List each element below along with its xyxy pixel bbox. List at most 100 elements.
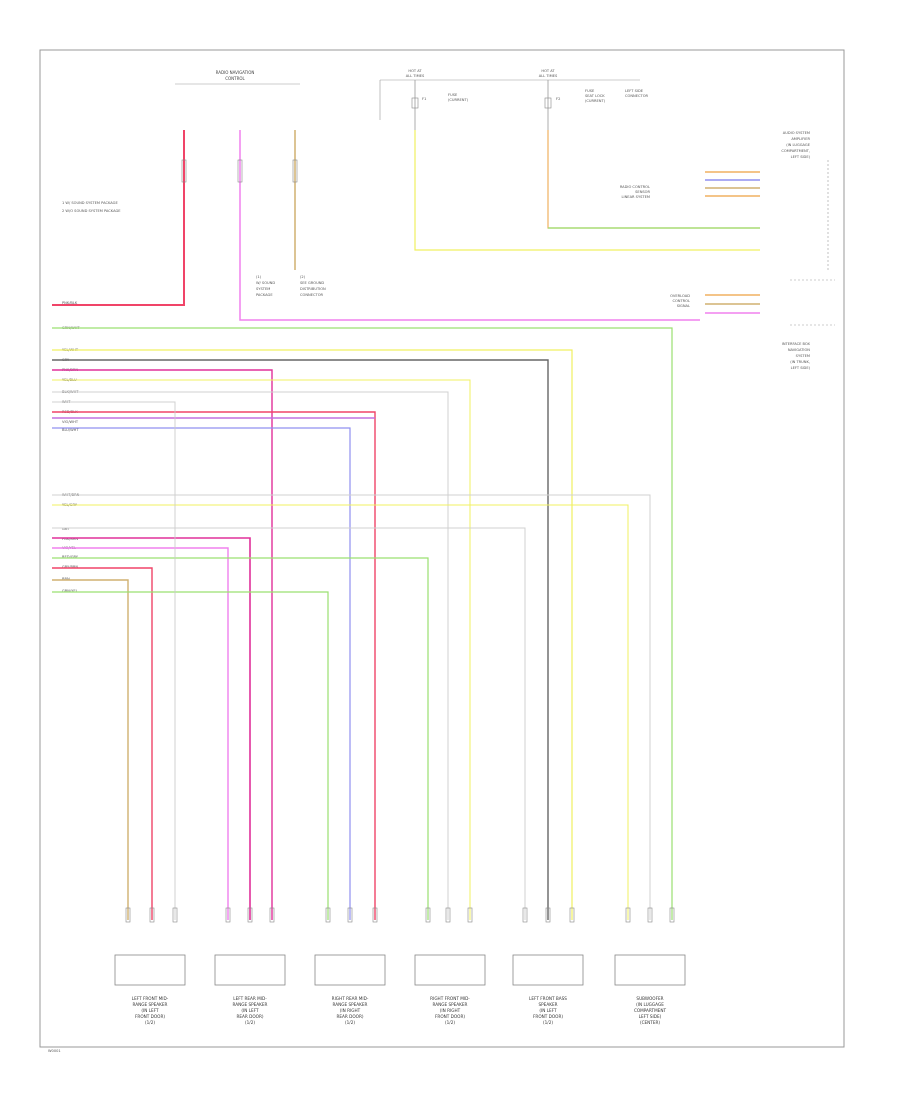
wire-wht bbox=[52, 401, 176, 920]
component-5-line-4: (CENTER) bbox=[640, 1020, 660, 1025]
ground-note-2-line-2: SEE GROUND bbox=[300, 281, 324, 285]
fuse-1-label-2: (CURRENT) bbox=[448, 98, 469, 102]
component-3-line-1: RANGE SPEAKER bbox=[433, 1002, 468, 1007]
wire-label-bottom-2: GRY bbox=[62, 527, 70, 531]
legend-line-2: 2 W/O SOUND SYSTEM PACKAGE bbox=[62, 209, 121, 213]
wire-label-bottom-5: RED/GRY bbox=[62, 555, 79, 559]
amplifier-label-2: AMPLIFIER bbox=[791, 137, 810, 141]
nav-signal-label-1: OVERLOAD bbox=[670, 294, 690, 298]
wire-labels-bottom: WHT/BRN YEL/GRY GRY PNK/BRN VIO/YEL RED/… bbox=[62, 493, 80, 593]
connector-pin-3 bbox=[225, 907, 231, 923]
component-1-line-1: RANGE SPEAKER bbox=[233, 1002, 268, 1007]
connector-pin-13 bbox=[545, 907, 551, 923]
component-2-line-2: (IN RIGHT bbox=[340, 1008, 361, 1013]
legend: 1 W/ SOUND SYSTEM PACKAGE 2 W/O SOUND SY… bbox=[62, 201, 121, 213]
connector-pin-9 bbox=[425, 907, 431, 923]
fuse-2-label-4: LEFT SIDE bbox=[625, 89, 644, 93]
nav-module-label-4: (IN TRUNK, bbox=[790, 360, 810, 364]
nav-module-label-5: LEFT SIDE) bbox=[791, 366, 811, 370]
wire-label-bottom-8: GRN/YEL bbox=[62, 589, 78, 593]
connector-pin-4 bbox=[247, 907, 253, 923]
component-4-line-2: (IN LEFT bbox=[539, 1008, 557, 1013]
connector-pin-6 bbox=[325, 907, 331, 923]
component-2-line-3: REAR DOOR) bbox=[336, 1014, 363, 1019]
wire-gry-brn bbox=[52, 567, 153, 920]
wire-yel-gry bbox=[52, 504, 629, 920]
speaker-components: LEFT FRONT MID- RANGE SPEAKER (IN LEFT F… bbox=[114, 954, 686, 1025]
connector-pin-15 bbox=[625, 907, 631, 923]
wire-label-top-9: VIO/WHT bbox=[62, 420, 79, 424]
amplifier-label-1: AUDIO SYSTEM bbox=[783, 131, 810, 135]
fuse-2-label-1: FUSE bbox=[585, 89, 595, 93]
ground-note-1-line-4: PACKAGE bbox=[256, 293, 273, 297]
component-left-front-bass: LEFT FRONT BASS SPEAKER (IN LEFT FRONT D… bbox=[512, 954, 584, 1025]
wire-gry-2 bbox=[52, 527, 526, 920]
wire-blu-wht bbox=[52, 427, 351, 920]
fuse-box-1-title-2: ALL TIMES bbox=[406, 74, 425, 78]
wire-brn bbox=[52, 579, 129, 920]
nav-signal-label-2: CONTROL bbox=[672, 299, 690, 303]
wire-yel-wht bbox=[52, 349, 573, 920]
wire-grn-yel bbox=[52, 591, 329, 920]
top-connector-pin-2 bbox=[292, 159, 298, 183]
connector-pin-17 bbox=[669, 907, 675, 923]
wire-fuse2-orn bbox=[547, 130, 760, 229]
wire-label-bottom-3: PNK/BRN bbox=[62, 537, 78, 541]
nav-module-label-1: INTERFACE BOX bbox=[782, 342, 811, 346]
ground-note-1-line-2: W/ SOUND bbox=[256, 281, 275, 285]
fuse-area: HOT AT ALL TIMES HOT AT ALL TIMES F1 FUS… bbox=[379, 69, 649, 130]
component-4-line-3: FRONT DOOR) bbox=[533, 1014, 563, 1019]
wire-red-blk bbox=[52, 411, 376, 920]
audio-amplifier-module: AUDIO SYSTEM AMPLIFIER (IN LUGGAGE COMPA… bbox=[620, 131, 829, 270]
component-3-line-0: RIGHT FRONT MID- bbox=[430, 996, 470, 1001]
component-1-line-4: (1/2) bbox=[245, 1020, 255, 1025]
wire-blk-wht bbox=[52, 391, 449, 920]
nav-module-label-2: NAVIGATION bbox=[788, 348, 810, 352]
wire-grn-wht bbox=[52, 327, 673, 920]
top-connector-title-2: CONTROL bbox=[225, 76, 245, 81]
wire-wht-brn bbox=[52, 494, 651, 920]
connector-pin-1 bbox=[149, 907, 155, 923]
fuse-2-label-2: SEAT LOCK bbox=[585, 94, 605, 98]
wire-gry bbox=[52, 359, 549, 920]
wire-vio-yel bbox=[52, 547, 229, 920]
component-5-line-1: (IN LUGGAGE bbox=[636, 1002, 664, 1007]
fuse-1-label-1: FUSE bbox=[448, 93, 458, 97]
component-4-line-1: SPEAKER bbox=[539, 1002, 558, 1007]
ground-notes: (1) W/ SOUND SYSTEM PACKAGE (2) SEE GROU… bbox=[256, 275, 326, 297]
wire-pnk-brn-2 bbox=[52, 537, 251, 920]
component-left-rear-mid: LEFT REAR MID- RANGE SPEAKER (IN LEFT RE… bbox=[214, 954, 286, 1025]
wire-pnk-vio bbox=[239, 130, 700, 321]
connector-pin-0 bbox=[125, 907, 131, 923]
fuse-2-id: F2 bbox=[556, 97, 560, 101]
component-0-line-3: FRONT DOOR) bbox=[135, 1014, 165, 1019]
connector-pin-2 bbox=[172, 907, 178, 923]
component-right-front-mid: RIGHT FRONT MID- RANGE SPEAKER (IN RIGHT… bbox=[414, 954, 486, 1025]
component-1-line-2: (IN LEFT bbox=[241, 1008, 259, 1013]
amp-sensor-label-2: SENSOR bbox=[635, 190, 650, 194]
wire-label-top-0: PNK/BLK bbox=[62, 301, 78, 305]
component-right-rear-mid: RIGHT REAR MID- RANGE SPEAKER (IN RIGHT … bbox=[314, 954, 386, 1025]
connector-pin-7 bbox=[347, 907, 353, 923]
nav-module-label-3: SYSTEM bbox=[796, 354, 810, 358]
component-4-line-4: (1/2) bbox=[543, 1020, 553, 1025]
component-2-line-4: (1/2) bbox=[345, 1020, 355, 1025]
wire-red-gry bbox=[52, 557, 429, 920]
fuse-2-label-3: (CURRENT) bbox=[585, 99, 606, 103]
top-connector-title-1: RADIO NAVIGATION bbox=[216, 70, 255, 75]
connector-pin-16 bbox=[647, 907, 653, 923]
component-1-line-3: REAR DOOR) bbox=[236, 1014, 263, 1019]
navigation-interface-module: OVERLOAD CONTROL SIGNAL INTERFACE BOX NA… bbox=[670, 279, 835, 370]
connector-pin-5 bbox=[269, 907, 275, 923]
ground-note-2-line-1: (2) bbox=[300, 275, 306, 279]
component-1-line-0: LEFT REAR MID- bbox=[233, 996, 267, 1001]
connector-pin-14 bbox=[569, 907, 575, 923]
wire-fuse1-yel bbox=[414, 130, 760, 251]
component-0-line-0: LEFT FRONT MID- bbox=[132, 996, 169, 1001]
amp-sensor-label-1: RADIO CONTROL bbox=[620, 185, 650, 189]
fuse-box-2-title-1: HOT AT bbox=[541, 69, 555, 73]
ground-note-2-line-3: DISTRIBUTION bbox=[300, 287, 326, 291]
component-3-line-4: (1/2) bbox=[445, 1020, 455, 1025]
component-3-line-3: FRONT DOOR) bbox=[435, 1014, 465, 1019]
